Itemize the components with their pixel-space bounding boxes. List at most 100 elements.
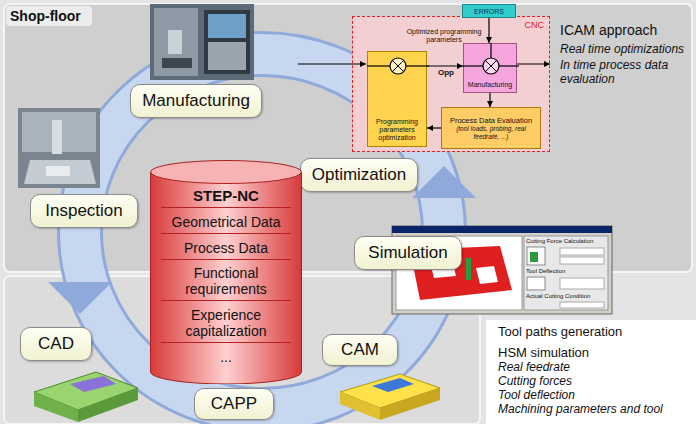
node-note: Tool deflection bbox=[498, 388, 684, 402]
node-label: Simulation bbox=[368, 243, 447, 263]
node-label: CNC bbox=[525, 20, 545, 30]
machine-photo-part bbox=[162, 58, 192, 68]
node-label: Programming parameters optimization bbox=[370, 118, 424, 142]
node-label: Optimization bbox=[312, 165, 406, 185]
cnc-region-fill-part bbox=[352, 16, 550, 152]
label-slot: Real time optimizations bbox=[560, 42, 694, 56]
signal-arrow bbox=[427, 127, 441, 128]
node-label: Tool paths generation bbox=[498, 324, 684, 339]
cam-part-picture-part bbox=[372, 378, 414, 392]
inspection-photo-part bbox=[46, 166, 70, 176]
machine-photo-part bbox=[204, 10, 250, 74]
signal-arrow bbox=[427, 65, 463, 66]
screen-caption: Cutting Force Calculation bbox=[526, 238, 606, 245]
screen-caption: Tool Deflection bbox=[526, 268, 606, 275]
node-note: Machining parameters and tool bbox=[498, 402, 684, 416]
node-label: CAD bbox=[38, 334, 74, 354]
evaluation-block: Process Data Evaluation(tool loads, prob… bbox=[441, 107, 541, 149]
label-slot: In time process data evaluation bbox=[560, 58, 688, 86]
note-heading: ICAM approach bbox=[560, 22, 657, 38]
process-box: CAD bbox=[20, 327, 92, 361]
simulation-screenshot-part bbox=[560, 302, 604, 308]
summing-junction-part bbox=[499, 65, 519, 66]
signal-arrow bbox=[488, 18, 489, 43]
data-field: Process Data bbox=[161, 237, 291, 260]
machine-photo-part bbox=[208, 42, 246, 70]
summing-junction-part bbox=[406, 65, 429, 66]
inspection-photo-part bbox=[52, 120, 62, 154]
cnc-region-fill bbox=[352, 16, 550, 152]
simulation-screenshot-part bbox=[527, 247, 545, 265]
errors-input-box: ERRORS bbox=[462, 4, 516, 18]
summing-junction-part bbox=[367, 65, 390, 66]
text-stack: STEP-NCGeometrical DataProcess DataFunct… bbox=[150, 184, 302, 368]
simulation-screenshot-part bbox=[560, 257, 604, 264]
background-panels-part bbox=[6, 6, 92, 26]
simulation-screenshot-part bbox=[560, 248, 604, 255]
simulation-screenshot-part bbox=[392, 226, 612, 233]
process-box: Inspection bbox=[30, 194, 138, 228]
inspection-photo-part bbox=[24, 160, 96, 184]
node-label: CAPP bbox=[211, 394, 257, 414]
note-item: In time process data evaluation bbox=[560, 58, 688, 86]
summing-junction-part bbox=[485, 60, 496, 71]
simulation-screenshot-part bbox=[560, 278, 604, 289]
process-box: CAM bbox=[322, 334, 398, 366]
summing-junction-part bbox=[463, 65, 483, 66]
inspection-photo bbox=[18, 108, 100, 188]
cam-part-picture-part bbox=[340, 392, 380, 420]
simulation-screenshot-part bbox=[527, 277, 545, 290]
machine-photo-part bbox=[154, 8, 198, 76]
signal-arrow bbox=[489, 93, 490, 107]
simulation-screenshot-part bbox=[466, 258, 471, 280]
label-slot: Cutting Force Calculation bbox=[526, 238, 606, 245]
node-label: CAM bbox=[341, 340, 379, 360]
machine-photo-part bbox=[168, 30, 182, 54]
machine-photo-part bbox=[150, 4, 254, 80]
cycle-arrow-part bbox=[48, 282, 112, 314]
simulation-screenshot-part bbox=[476, 266, 498, 284]
manufacturing-block: Manufacturing bbox=[463, 43, 517, 93]
cad-part-picture-part bbox=[34, 392, 78, 422]
cycle-arrow-part bbox=[412, 166, 476, 198]
node-label: Process Data Evaluation bbox=[450, 116, 532, 125]
node-label: Manufacturing bbox=[142, 91, 250, 111]
notes-panel: Tool paths generationHSM simulationReal … bbox=[486, 320, 696, 424]
label-slot: Optimized programming parameters bbox=[405, 28, 483, 44]
summing-junction-part bbox=[392, 60, 403, 71]
machine-photo bbox=[150, 4, 254, 80]
label-slot: Actual Cutting Condition bbox=[526, 293, 606, 300]
label-slot: ICAM approach bbox=[560, 22, 657, 38]
data-field: STEP-NC bbox=[161, 184, 291, 208]
inspection-photo-part bbox=[18, 108, 100, 188]
region-title: Shop-floor bbox=[10, 8, 81, 24]
cam-part-picture-part bbox=[380, 388, 440, 420]
data-field: ... bbox=[161, 346, 291, 368]
cad-part-picture-part bbox=[78, 388, 138, 422]
node-note: HSM simulation bbox=[498, 345, 684, 360]
summing-junction-part bbox=[483, 58, 499, 74]
label-slot: Tool Deflection bbox=[526, 268, 606, 275]
node-note: Real feedrate bbox=[498, 360, 684, 374]
signal-name: Opp bbox=[432, 68, 460, 77]
cad-part-picture bbox=[34, 372, 138, 422]
data-field: Experience capitalization bbox=[161, 304, 291, 343]
signal-lines-part bbox=[516, 63, 550, 64]
cam-part-picture bbox=[340, 374, 440, 420]
cylinder-outline-part bbox=[151, 161, 302, 184]
process-box: Optimization bbox=[300, 158, 418, 192]
edge-label: Optimized programming parameters bbox=[405, 28, 483, 44]
node-note: (tool loads, probing, real feedrate, ...… bbox=[446, 125, 536, 141]
optimizer-block: Programming parameters optimization bbox=[367, 51, 427, 147]
data-field: Functional requirements bbox=[161, 262, 291, 301]
machine-photo-part bbox=[208, 14, 246, 38]
database-cylinder: STEP-NCGeometrical DataProcess DataFunct… bbox=[150, 160, 302, 384]
screen-caption: Actual Cutting Condition bbox=[526, 293, 606, 300]
cylinder-outline-part bbox=[151, 172, 302, 384]
note-item: Real time optimizations bbox=[560, 42, 694, 56]
node-note: Cutting forces bbox=[498, 374, 684, 388]
summing-junction-part bbox=[390, 58, 406, 74]
summing-junction-part bbox=[490, 43, 491, 58]
